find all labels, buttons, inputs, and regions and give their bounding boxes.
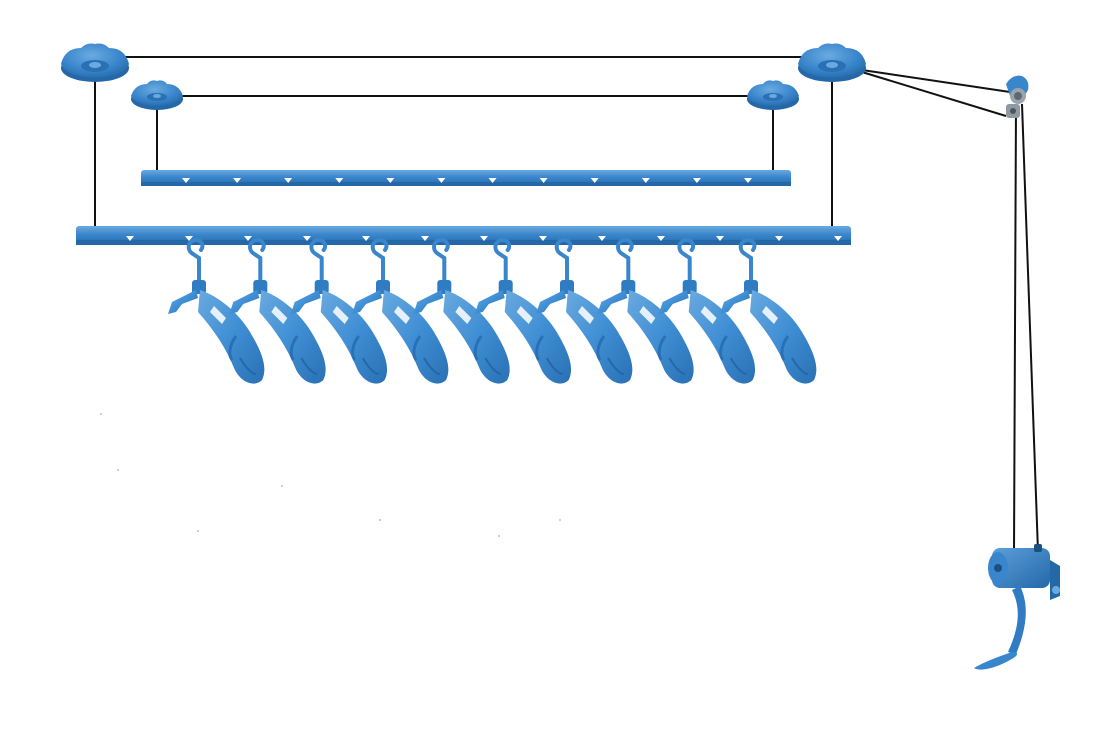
rail-holes [182, 178, 752, 183]
rail-hole [692, 178, 701, 183]
rail-hole [834, 236, 842, 241]
front-rail [76, 226, 851, 245]
rail-hole [539, 236, 547, 241]
rail-hole [641, 178, 650, 183]
hand-crank-winder [974, 544, 1060, 670]
rail-hole [386, 178, 395, 183]
rail-hole [185, 236, 193, 241]
cable-to-guide-2 [861, 71, 1007, 117]
rail-hole [182, 178, 190, 183]
rail-hole [744, 178, 752, 183]
rail-holes [126, 236, 842, 241]
cables [94, 56, 1039, 553]
rail-hole [244, 236, 252, 241]
background-specks [100, 413, 561, 537]
rail-hole [657, 236, 665, 241]
rail-hole [598, 236, 606, 241]
rail-hole [716, 236, 724, 241]
rail-hole [437, 178, 446, 183]
cable-down-1 [1013, 103, 1017, 553]
rail-hole [539, 178, 548, 183]
rail-hole [362, 236, 370, 241]
rail-hole [284, 178, 293, 183]
wall-guide-pulley [1006, 75, 1029, 118]
rail-hole [421, 236, 429, 241]
rail-hole [480, 236, 488, 241]
rail-hole [303, 236, 311, 241]
rail-hole [126, 236, 134, 241]
rail-hole [590, 178, 599, 183]
rail-hole [775, 236, 783, 241]
rail-hole [335, 178, 344, 183]
rail-hole [488, 178, 497, 183]
rail-hole [233, 178, 242, 183]
back-rail [141, 170, 791, 186]
cable-down-2 [1021, 103, 1039, 553]
cable-to-guide-1 [861, 69, 1011, 93]
